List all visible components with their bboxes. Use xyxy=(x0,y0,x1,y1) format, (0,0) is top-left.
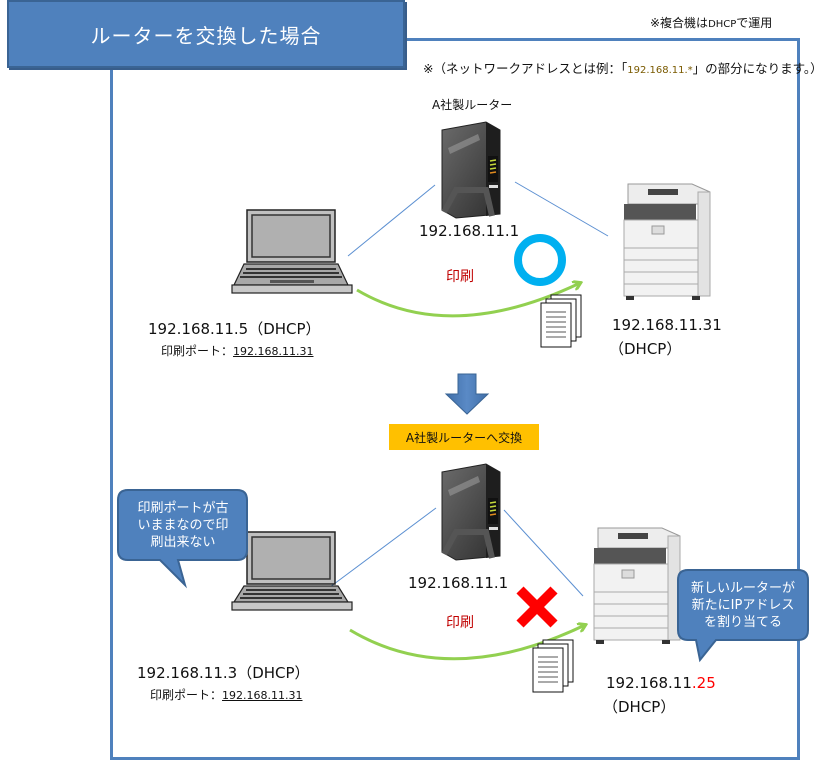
pc-print-port: 印刷ポート：192.168.11.31 xyxy=(161,342,314,359)
bubble-line: 新しいルーターが xyxy=(690,581,795,596)
router-ip: 192.168.11.1 xyxy=(408,574,509,592)
bubble-line: 印刷ポートが古 xyxy=(137,501,229,516)
documents-icon xyxy=(532,639,574,693)
fail-cross-icon xyxy=(516,586,558,628)
network-address-note: ※（ネットワークアドレスとは例：「192.168.11.*」の部分になります。） xyxy=(423,58,823,77)
net-note-prefix: ※（ネットワークアドレスとは例：「 xyxy=(423,61,628,76)
net-note-example: 192.168.11.* xyxy=(627,65,693,76)
print-flow-arrow xyxy=(349,625,585,661)
print-port-label: 印刷ポート： xyxy=(150,688,223,702)
print-flow-arrow xyxy=(356,283,580,318)
bubble-line: 刷出来ない xyxy=(150,535,216,550)
printer-ip: 192.168.11.25 xyxy=(606,674,716,692)
printer-icon xyxy=(623,183,711,300)
pc-speech-bubble xyxy=(117,489,248,589)
success-circle-icon xyxy=(514,234,566,286)
pc-router-link xyxy=(347,184,436,257)
printer-icon xyxy=(593,527,681,644)
note-dhcp: DHCP xyxy=(708,19,737,30)
printer-mode-note: ※複合機はDHCPで運用 xyxy=(650,14,772,31)
printer-speech-bubble xyxy=(677,569,809,663)
router-printer-link xyxy=(514,181,609,237)
print-port-label: 印刷ポート： xyxy=(161,344,234,358)
pc-print-port: 印刷ポート：192.168.11.31 xyxy=(150,686,303,703)
printer-mode: （DHCP） xyxy=(603,698,676,716)
after-connections xyxy=(329,507,585,661)
print-label: 印刷 xyxy=(446,615,474,631)
router-icon xyxy=(441,463,501,561)
note-prefix: ※複合機は xyxy=(650,16,709,30)
pc-ip: 192.168.11.5（DHCP） xyxy=(148,320,321,338)
router-icon xyxy=(441,121,501,219)
page-title: ルーターを交換した場合 xyxy=(7,0,405,68)
print-port-value: 192.168.11.31 xyxy=(222,689,303,702)
router-printer-link xyxy=(503,509,584,597)
printer-bubble-text: 新しいルーターが 新たにIPアドレス を割り当てる xyxy=(680,580,806,631)
printer-ip-prefix: 192.168.11 xyxy=(606,674,692,692)
documents-icon xyxy=(540,294,582,348)
net-note-suffix: 」の部分になります。） xyxy=(692,61,823,76)
bubble-line: 新たにIPアドレス xyxy=(691,598,795,613)
print-label: 印刷 xyxy=(446,269,474,285)
router-label: A社製ルーター xyxy=(432,98,513,112)
pc-router-link xyxy=(329,507,437,588)
router-ip: 192.168.11.1 xyxy=(419,222,520,240)
laptop-icon xyxy=(231,209,353,294)
router-exchange-tag: A社製ルーターへ交換 xyxy=(389,424,539,450)
before-connections xyxy=(347,181,609,318)
bubble-line: いままなので印 xyxy=(137,518,229,533)
bubble-line: を割り当てる xyxy=(703,615,782,630)
laptop-icon xyxy=(231,531,353,611)
note-suffix: で運用 xyxy=(736,16,773,30)
pc-bubble-text: 印刷ポートが古 いままなので印 刷出来ない xyxy=(122,500,244,551)
transition-arrow-icon xyxy=(444,373,490,415)
pc-ip: 192.168.11.3（DHCP） xyxy=(137,664,310,682)
print-port-value: 192.168.11.31 xyxy=(233,345,314,358)
printer-mode: （DHCP） xyxy=(609,340,682,358)
printer-ip-new-suffix: .25 xyxy=(691,674,716,692)
printer-ip: 192.168.11.31 xyxy=(612,316,722,334)
